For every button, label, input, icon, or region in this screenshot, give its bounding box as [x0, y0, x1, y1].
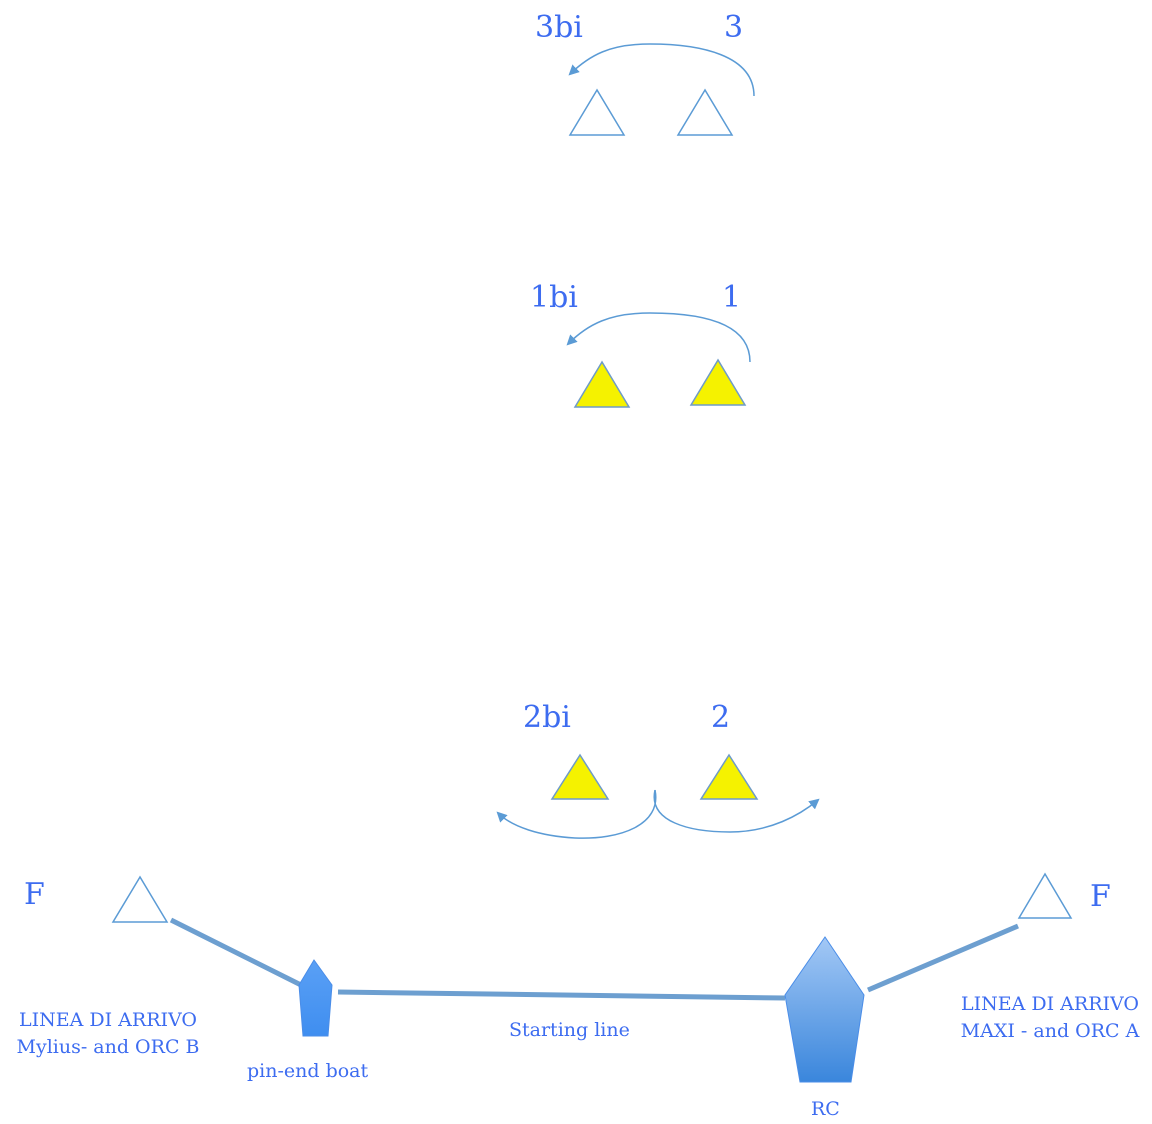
finish-right-classes: MAXI - and ORC A	[961, 1020, 1140, 1042]
mark-1bi-buoy	[573, 360, 631, 408]
rounding-arrow-2bi	[496, 789, 657, 839]
pin-end-boat-shape	[298, 959, 333, 1037]
mark-3-label: 3	[724, 10, 743, 45]
rounding-arrow-2	[653, 789, 820, 833]
mark-3-buoy	[676, 88, 734, 136]
mark-3bi-buoy	[568, 88, 626, 136]
finish-left-classes: Mylius- and ORC B	[17, 1036, 200, 1058]
finish-line-left	[169, 917, 303, 988]
mark-2bi-label: 2bi	[523, 700, 571, 735]
starting-line-label: Starting line	[509, 1019, 630, 1041]
mark-3bi-label: 3bi	[535, 10, 583, 45]
mark-1bi-label: 1bi	[530, 280, 578, 315]
rc-boat-shape	[784, 936, 865, 1083]
starting-line	[337, 989, 786, 1001]
rounding-arrow-3-to-3bi	[568, 43, 755, 97]
pin-end-boat-label: pin-end boat	[247, 1060, 369, 1082]
mark-2-buoy	[699, 753, 759, 800]
finish-mark-right-label: F	[1090, 879, 1111, 914]
mark-1-buoy	[689, 358, 747, 406]
mark-2bi-buoy	[550, 753, 610, 800]
finish-line-right	[867, 923, 1019, 993]
finish-mark-left-buoy	[111, 875, 169, 923]
mark-1-label: 1	[722, 280, 741, 315]
finish-mark-right-buoy	[1017, 872, 1073, 919]
finish-mark-left-label: F	[24, 877, 45, 912]
finish-right-title: LINEA DI ARRIVO	[961, 993, 1139, 1015]
mark-2-label: 2	[711, 700, 730, 735]
rounding-arrow-1-to-1bi	[566, 312, 751, 363]
finish-left-title: LINEA DI ARRIVO	[19, 1009, 197, 1031]
rc-boat-label: RC	[811, 1098, 840, 1120]
